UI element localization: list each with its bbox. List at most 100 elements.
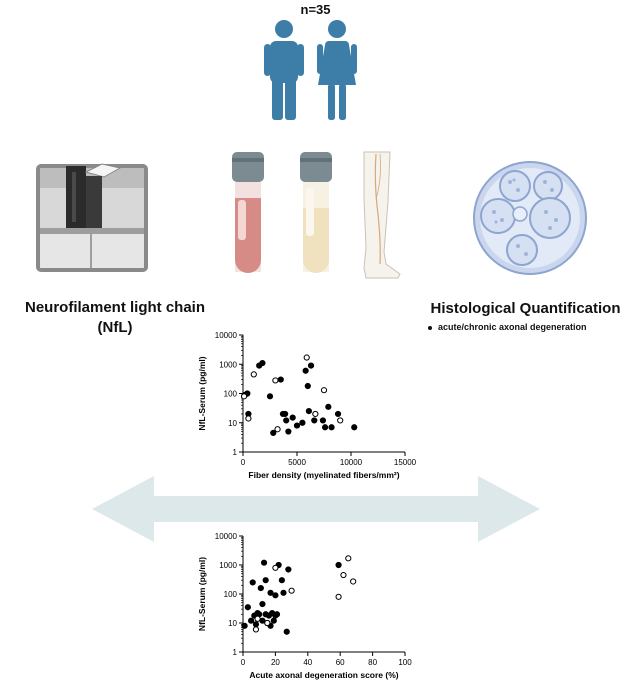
data-point-filled (278, 577, 285, 584)
data-point-open (340, 571, 347, 579)
double-arrow-icon (92, 476, 540, 542)
y-tick-label: 1 (233, 648, 238, 657)
data-point-filled (293, 422, 301, 429)
chart2-axes: 0 20 40 60 80 100 1 10 100 1000 10000 (215, 532, 412, 667)
female-person-icon (317, 20, 357, 120)
x-tick-label: 10000 (340, 458, 363, 467)
data-point-filled (304, 382, 311, 390)
nfl-title: Neurofilament light chain (NfL) (0, 298, 230, 338)
y-tick-label: 100 (224, 390, 238, 399)
data-point-filled (277, 376, 284, 383)
data-point-open (252, 626, 260, 633)
data-point-filled (248, 617, 255, 624)
data-point-filled (285, 566, 292, 573)
data-point-open (250, 371, 257, 378)
data-point-open (337, 417, 344, 424)
histology-bullet-text: acute/chronic axonal degeneration (438, 322, 587, 332)
lab-analyzer-icon (36, 163, 148, 272)
data-point-open (312, 410, 319, 418)
chart1-marks (240, 354, 358, 436)
cohort-size-label: n=35 (300, 2, 331, 17)
data-point-filled (283, 417, 290, 424)
data-point-filled (334, 410, 342, 418)
chart-fiber-density: 0 5000 10000 15000 1 10 100 1000 10000 Fiber den… (197, 331, 417, 480)
data-point-open (274, 426, 281, 433)
data-point-open (272, 564, 279, 571)
data-point-filled (282, 410, 289, 418)
nerve-cross-section-icon (473, 161, 587, 275)
data-point-filled (299, 419, 306, 426)
x-tick-label: 80 (368, 658, 377, 667)
data-point-filled (305, 408, 312, 415)
data-point-open (335, 593, 342, 600)
data-point-filled (259, 359, 266, 367)
data-point-filled (285, 428, 292, 435)
chart1-x-label: Fiber density (myelinated fibers/mm²) (248, 470, 399, 480)
x-tick-label: 20 (271, 658, 280, 667)
data-point-filled (335, 561, 342, 569)
data-point-filled (244, 604, 251, 611)
histology-bullet: acute/chronic axonal degeneration (428, 322, 587, 332)
data-point-open (254, 615, 261, 622)
data-point-open (303, 354, 310, 361)
x-tick-label: 40 (303, 658, 312, 667)
data-point-filled (267, 589, 274, 596)
x-tick-label: 0 (241, 658, 246, 667)
y-tick-label: 10 (228, 619, 237, 628)
x-tick-label: 60 (336, 658, 345, 667)
data-point-open (320, 387, 328, 394)
nfl-title-line1: Neurofilament light chain (24, 299, 205, 316)
data-point-open (272, 377, 279, 384)
data-point-filled (257, 584, 264, 592)
data-point-filled (273, 611, 281, 618)
histology-title: Histological Quantification (430, 300, 621, 317)
data-point-filled (351, 424, 358, 431)
data-point-filled (328, 424, 335, 431)
data-point-open (245, 415, 252, 422)
data-point-filled (272, 592, 279, 599)
data-point-filled (270, 617, 277, 624)
bullet-dot (428, 325, 432, 330)
data-point-filled (321, 424, 329, 431)
chart-acute-degeneration: 0 20 40 60 80 100 1 10 100 1000 10000 Acute axonal… (197, 532, 412, 680)
y-tick-label: 1 (233, 448, 238, 457)
data-point-filled (260, 559, 268, 566)
x-tick-label: 0 (241, 458, 246, 467)
nfl-title-line2: (NfL) (97, 319, 133, 336)
data-point-filled (252, 621, 260, 628)
chart2-marks (241, 555, 357, 635)
leg-nerve-icon (363, 151, 401, 279)
chart2-x-label: Acute axonal degeneration score (%) (249, 670, 398, 680)
x-tick-label: 100 (398, 658, 412, 667)
data-point-filled (241, 622, 248, 629)
x-tick-label: 15000 (394, 458, 417, 467)
male-person-icon (264, 20, 304, 120)
y-tick-label: 100 (224, 590, 238, 599)
serum-tube-icon (300, 152, 332, 273)
data-point-filled (249, 579, 256, 586)
y-tick-label: 10 (228, 419, 237, 428)
chart1-axes: 0 5000 10000 15000 1 10 100 1000 10000 (215, 331, 417, 467)
data-point-filled (259, 600, 266, 608)
y-tick-label: 10000 (215, 331, 238, 340)
data-point-filled (302, 367, 309, 374)
data-point-filled (289, 414, 296, 421)
data-point-filled (262, 577, 269, 584)
chart2-y-label: NfL-Serum (pg/ml) (197, 557, 207, 631)
y-tick-label: 10000 (215, 532, 238, 541)
data-point-open (264, 619, 271, 627)
y-tick-label: 1000 (219, 561, 237, 570)
data-point-filled (283, 628, 290, 635)
y-tick-label: 1000 (219, 360, 237, 369)
data-point-filled (325, 403, 332, 410)
data-point-filled (266, 393, 274, 400)
data-point-filled (270, 429, 277, 436)
data-point-filled (280, 589, 287, 596)
data-point-open (350, 578, 357, 585)
data-point-open (240, 393, 248, 400)
data-point-filled (311, 417, 318, 424)
data-point-filled (307, 362, 315, 369)
x-tick-label: 5000 (288, 458, 306, 467)
blood-tube-icon (232, 152, 264, 273)
data-point-filled (319, 417, 327, 424)
